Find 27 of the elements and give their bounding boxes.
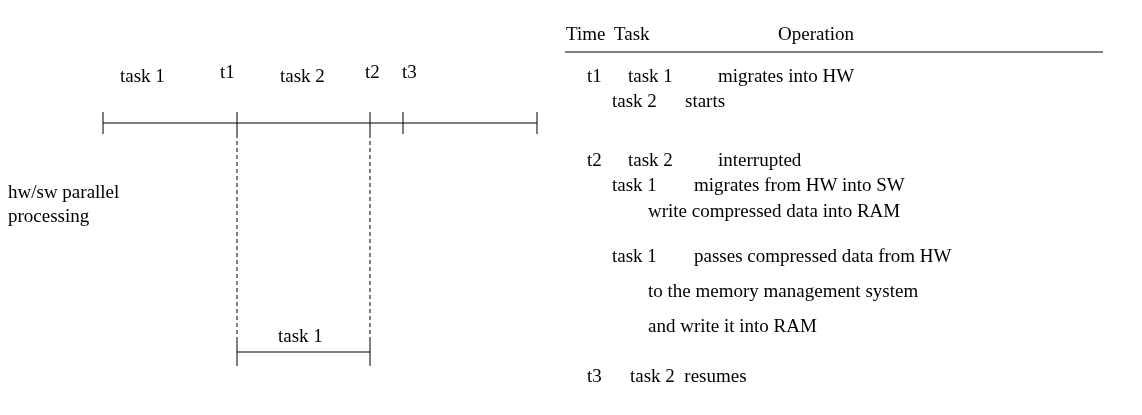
label-text: task 2 <box>280 64 325 88</box>
label-text: task 1 <box>278 324 323 348</box>
label-text: write compressed data into RAM <box>648 199 901 223</box>
label-text: to the memory management system <box>648 279 919 303</box>
label-text: t3 <box>587 364 602 388</box>
label-text: interrupted <box>718 148 802 172</box>
label-text: task 2 <box>628 148 673 172</box>
label-text: t1 <box>220 60 235 84</box>
label-text: task 1 <box>628 64 673 88</box>
label-text: Task <box>614 22 650 46</box>
label-text: task 1 <box>612 244 657 268</box>
label-text: hw/sw parallel processing <box>8 180 121 228</box>
label-text: task 2 resumes <box>630 364 747 388</box>
label-text: migrates from HW into SW <box>694 173 905 197</box>
label-text: and write it into RAM <box>648 314 817 338</box>
label-text: t1 <box>587 64 602 88</box>
label-text: Operation <box>778 22 854 46</box>
label-text: t2 <box>365 60 380 84</box>
label-text: Time <box>566 22 606 46</box>
label-text: t3 <box>402 60 417 84</box>
label-text: passes compressed data from HW <box>694 244 952 268</box>
label-text: migrates into HW <box>718 64 855 88</box>
label-text: task 1 <box>120 64 165 88</box>
label-text: task 1 <box>612 173 657 197</box>
label-text: starts <box>685 89 726 113</box>
label-text: task 2 <box>612 89 657 113</box>
label-text: t2 <box>587 148 602 172</box>
